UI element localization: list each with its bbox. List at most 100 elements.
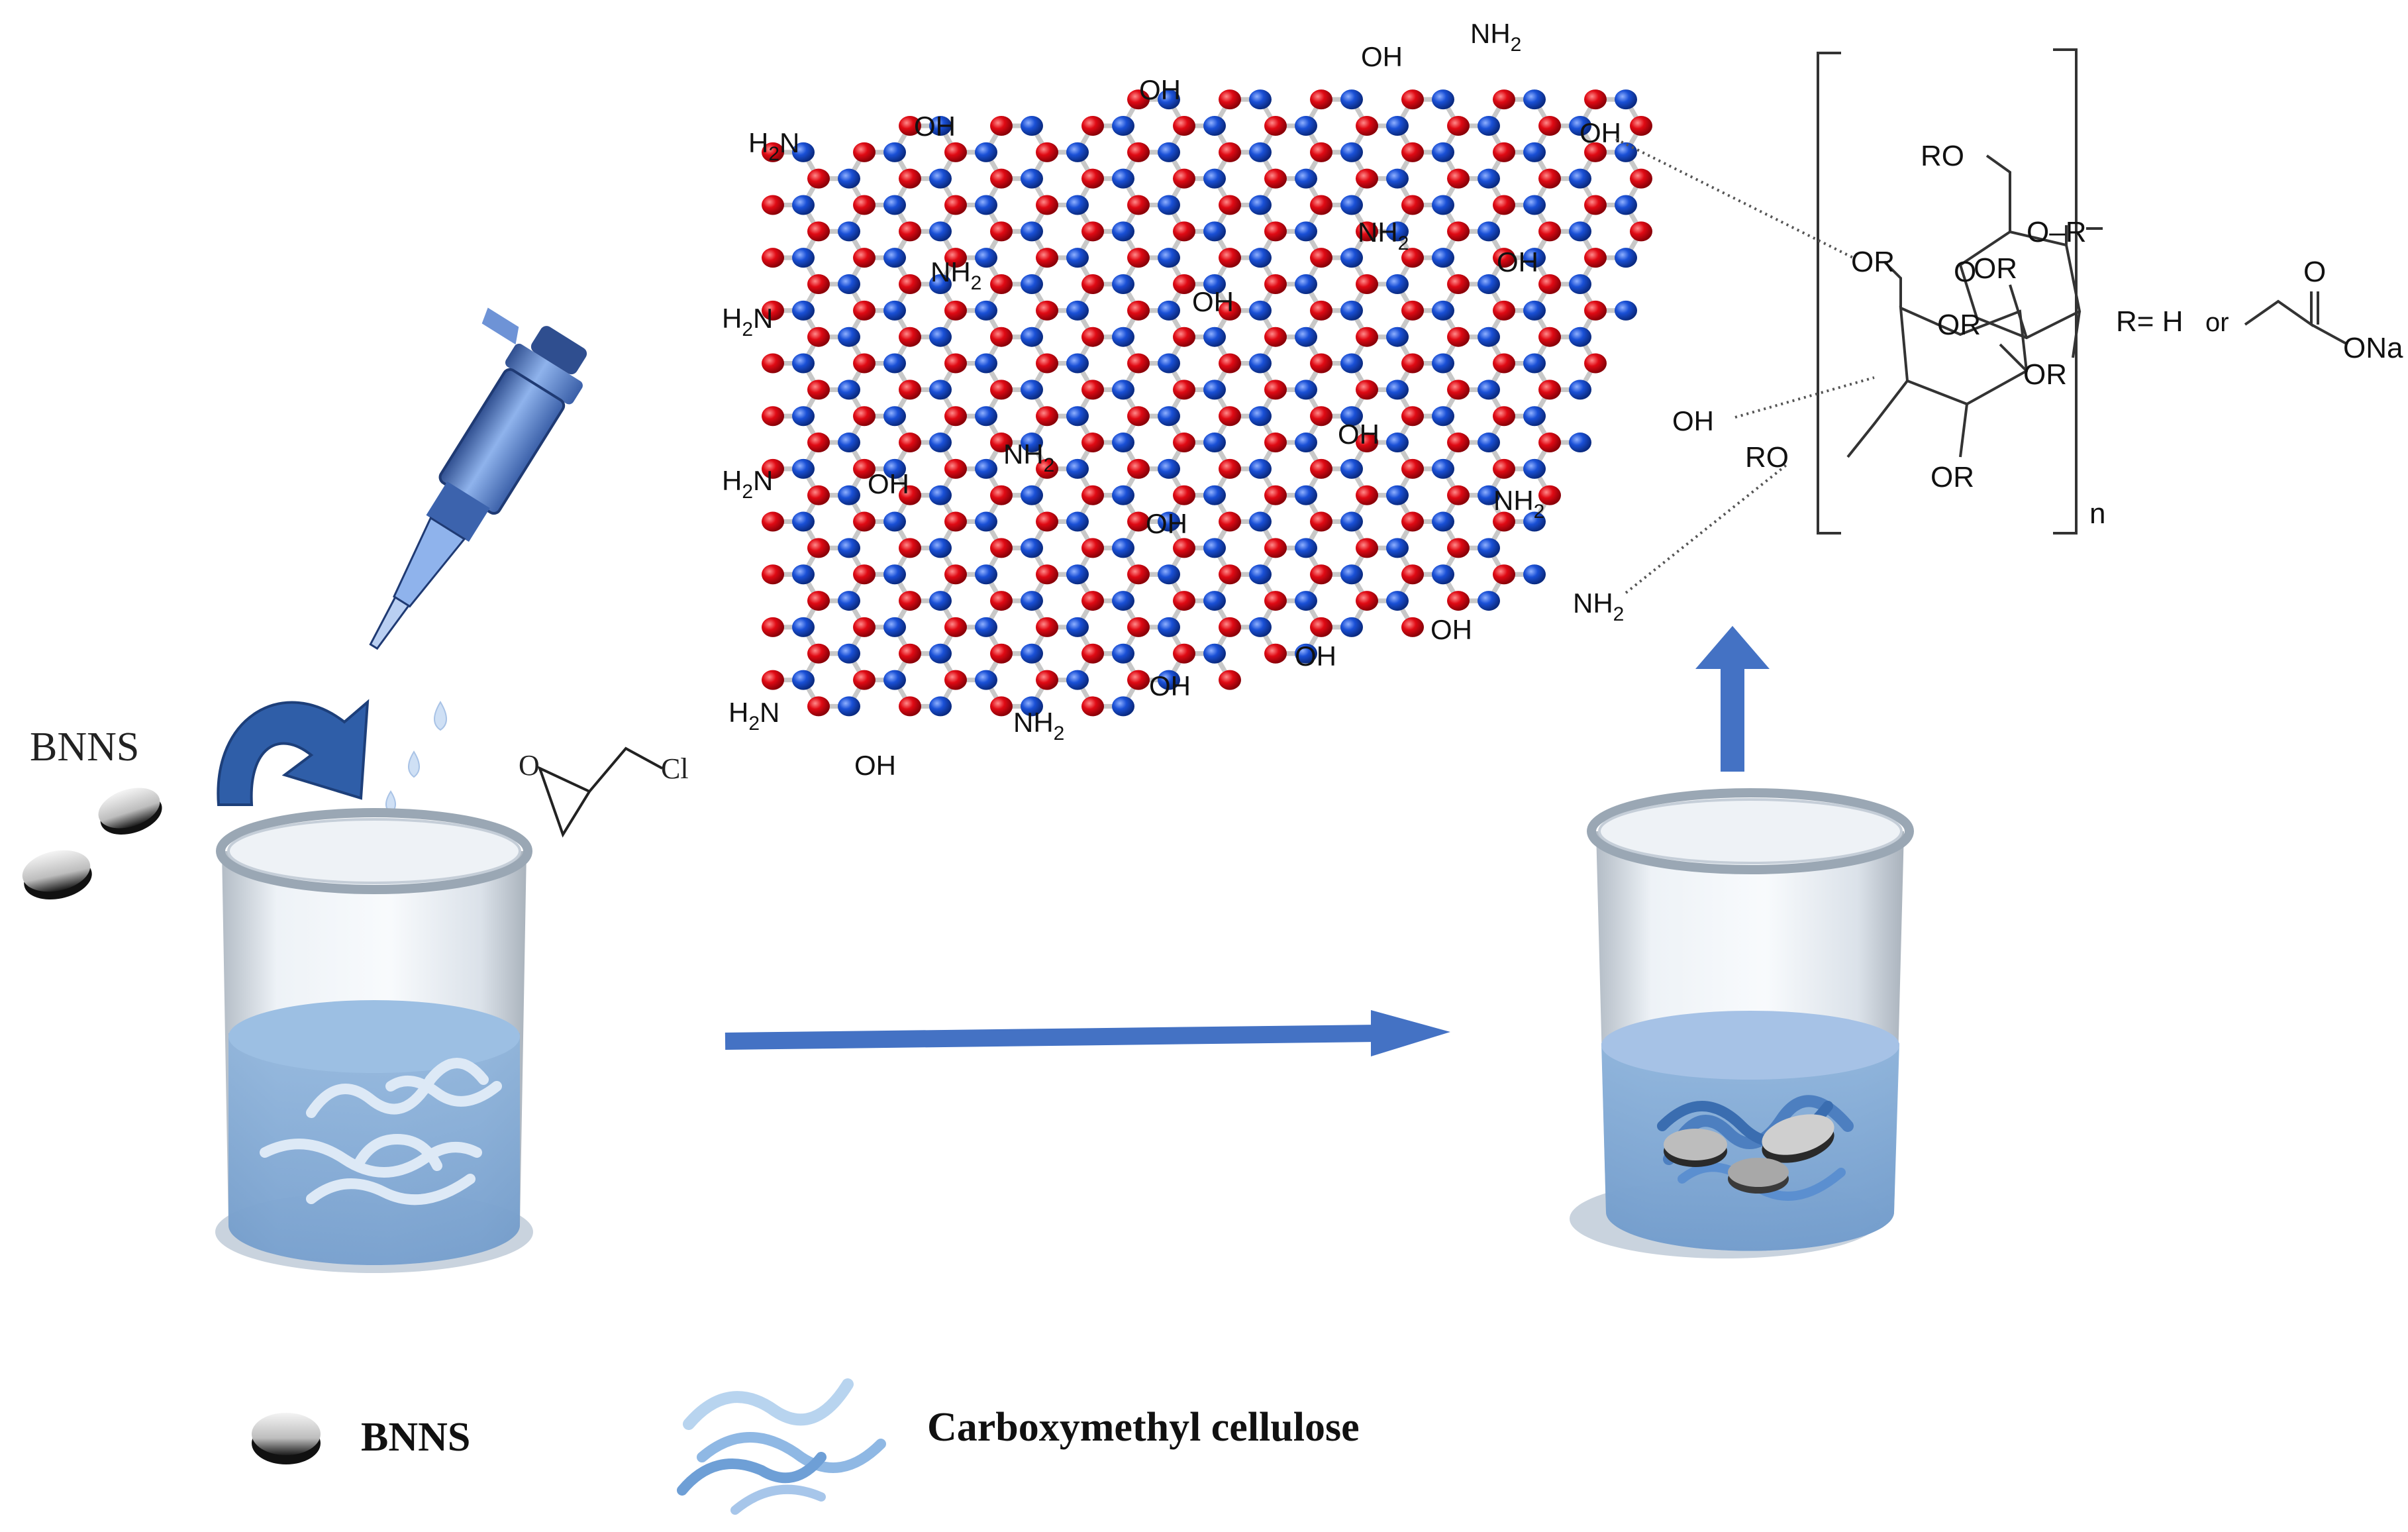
nitrogen-atom: [1615, 195, 1637, 215]
nitrogen-atom: [1249, 142, 1272, 162]
nitrogen-atom: [1021, 327, 1043, 347]
boron-atom: [1036, 248, 1058, 268]
boron-atom: [1356, 327, 1378, 347]
boron-atom: [1173, 274, 1195, 295]
nitrogen-atom: [1158, 89, 1180, 110]
nitrogen-atom: [1478, 538, 1500, 558]
nitrogen-atom: [1295, 168, 1317, 189]
nitrogen-atom: [1432, 458, 1454, 479]
boron-atom: [1081, 643, 1104, 664]
hydroxyl-group-label: OH: [1338, 419, 1380, 450]
nitrogen-atom: [975, 353, 997, 374]
boron-atom: [1493, 248, 1515, 268]
boron-atom: [1173, 327, 1195, 347]
boron-atom: [1493, 142, 1515, 162]
nitrogen-atom: [929, 221, 952, 242]
nitrogen-atom: [1021, 485, 1043, 505]
nitrogen-atom: [1340, 89, 1363, 110]
boron-atom: [1036, 300, 1058, 321]
boron-atom: [853, 300, 876, 321]
nitrogen-atom: [1569, 380, 1591, 400]
up-arrow: [1695, 626, 1770, 772]
nitrogen-atom: [1386, 168, 1409, 189]
nitrogen-atom: [1021, 380, 1043, 400]
boron-atom: [1447, 433, 1470, 453]
boron-atom: [807, 643, 830, 664]
boron-atom: [853, 458, 876, 479]
nitrogen-atom: [1340, 300, 1363, 321]
cmc-fiber: [385, 1076, 502, 1107]
boron-atom: [1264, 591, 1287, 611]
nitrogen-atom: [1295, 433, 1317, 453]
nitrogen-atom: [838, 591, 860, 611]
boron-atom: [1584, 353, 1607, 374]
boron-atom: [1493, 195, 1515, 215]
nitrogen-atom: [1249, 353, 1272, 374]
nitrogen-atom: [975, 511, 997, 532]
nitrogen-atom: [1249, 300, 1272, 321]
boron-atom: [1447, 538, 1470, 558]
nitrogen-atom: [838, 380, 860, 400]
amine-group-label: NH2: [1573, 587, 1624, 625]
hydroxyl-group-label: OH: [1361, 41, 1403, 72]
boron-atom: [1264, 380, 1287, 400]
nitrogen-atom: [792, 670, 815, 690]
bn-atoms: [762, 89, 1652, 717]
nitrogen-atom: [1432, 300, 1454, 321]
boron-atom: [1447, 327, 1470, 347]
nitrogen-atom: [792, 142, 815, 162]
boron-atom: [807, 591, 830, 611]
boron-atom: [990, 643, 1013, 664]
boron-atom: [762, 353, 784, 374]
nitrogen-atom: [1112, 433, 1134, 453]
sodium-carboxylate: ONa: [2343, 332, 2403, 364]
boron-atom: [1493, 458, 1515, 479]
nitrogen-atom: [1066, 300, 1089, 321]
boron-atom: [990, 221, 1013, 242]
boron-atom: [990, 168, 1013, 189]
boron-atom: [1219, 617, 1241, 637]
hydroxyl-group-label: OH: [1497, 246, 1538, 278]
boron-atom: [807, 696, 830, 717]
boron-atom: [1081, 696, 1104, 717]
nitrogen-atom: [838, 538, 860, 558]
boron-atom: [1401, 353, 1424, 374]
boron-atom: [1081, 327, 1104, 347]
boron-atom: [1310, 353, 1332, 374]
nitrogen-atom: [1066, 406, 1089, 427]
boron-atom: [1127, 89, 1150, 110]
nitrogen-atom: [1478, 274, 1500, 295]
nitrogen-atom: [1249, 511, 1272, 532]
nitrogen-atom: [1386, 116, 1409, 136]
boron-atom: [990, 327, 1013, 347]
nitrogen-atom: [929, 116, 952, 136]
nitrogen-atom: [1112, 643, 1134, 664]
boron-atom: [990, 116, 1013, 136]
nitrogen-atom: [1478, 327, 1500, 347]
boron-atom: [990, 380, 1013, 400]
nitrogen-atom: [1112, 168, 1134, 189]
nitrogen-atom: [929, 538, 952, 558]
boron-atom: [1264, 168, 1287, 189]
nitrogen-atom: [883, 248, 906, 268]
nitrogen-atom: [838, 485, 860, 505]
hydroxyl-group-label: OH: [1430, 614, 1472, 645]
nitrogen-atom: [1432, 564, 1454, 585]
repeat-n: n: [2089, 497, 2105, 530]
nitrogen-atom: [1295, 116, 1317, 136]
boron-atom: [1401, 406, 1424, 427]
nitrogen-atom: [1203, 538, 1226, 558]
boron-atom: [1401, 564, 1424, 585]
hydroxyl-group-label: OH: [914, 111, 956, 142]
boron-atom: [807, 538, 830, 558]
nitrogen-atom: [1569, 274, 1591, 295]
boron-atom: [1310, 195, 1332, 215]
boron-atom: [944, 353, 967, 374]
nitrogen-atom: [1432, 248, 1454, 268]
boron-atom: [1219, 300, 1241, 321]
nitrogen-atom: [1112, 221, 1134, 242]
boron-atom: [1036, 670, 1058, 690]
boron-atom: [1081, 116, 1104, 136]
bn-nanosheet-lattice: [762, 89, 1652, 717]
nitrogen-atom: [792, 300, 815, 321]
